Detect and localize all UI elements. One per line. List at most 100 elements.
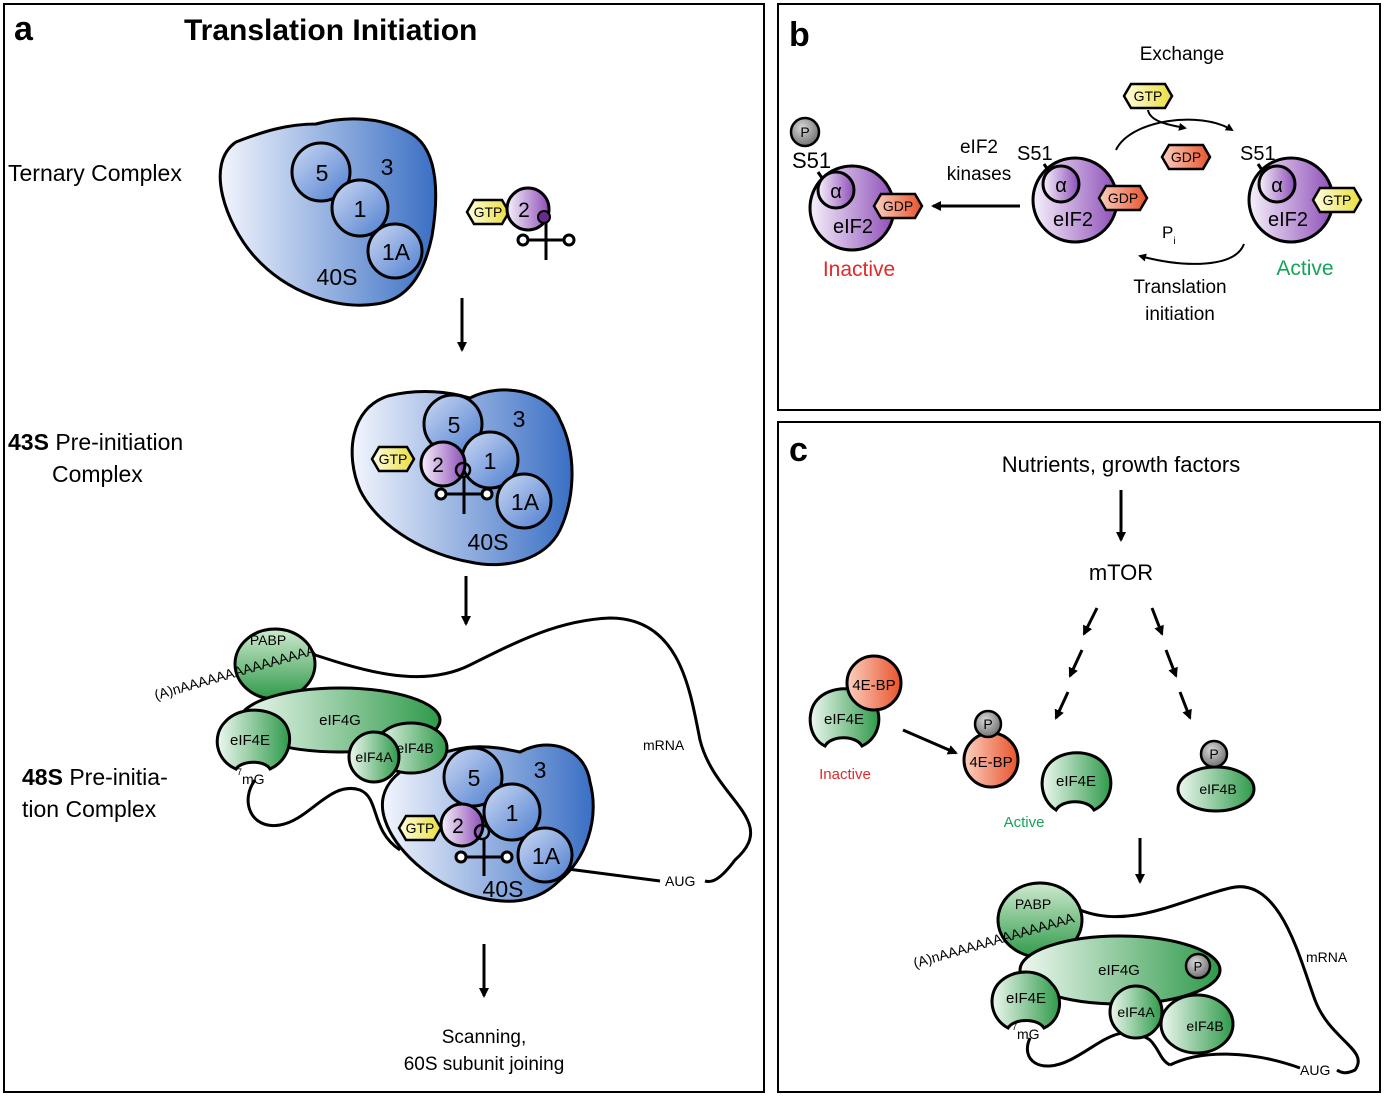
gdp-label: GDP [1108, 190, 1138, 206]
eif3-label: 3 [534, 757, 547, 783]
mrna-strand-aug [559, 866, 661, 883]
gdp-label: GDP [1171, 149, 1201, 165]
eif5-circle [290, 141, 352, 203]
eif2-gdp: S51 α eIF2 GDP [1017, 143, 1149, 244]
eif1-label: 1 [506, 800, 519, 826]
eif4e-shape [215, 708, 292, 771]
eif5-label: 5 [468, 765, 481, 791]
eif2-kinases-label-line2: kinases [947, 164, 1011, 185]
eif1-label: 1 [484, 448, 497, 474]
phosphate-icon [1199, 739, 1229, 769]
eif4g-label: eIF4G [319, 712, 361, 729]
eif2-label: eIF2 [833, 216, 873, 238]
eif4e-label: eIF4E [1006, 990, 1046, 1007]
exchange-arrow [1115, 118, 1234, 151]
gdp-hexagon [872, 192, 924, 220]
pi-label: Pi [1162, 223, 1176, 247]
eif4e-active: eIF4E [1040, 751, 1113, 813]
exchange-label: Exchange [1140, 44, 1225, 65]
phosphate-icon [973, 709, 1003, 739]
eif2-label: eIF2 [1268, 209, 1308, 231]
mrna-cap-label: mG [242, 771, 265, 787]
eif4b-phosphorylated: eIF4B P [1176, 739, 1256, 813]
4ebp-circle [845, 654, 903, 712]
eif4g-label: eIF4G [1098, 962, 1140, 979]
mrna-cap-label: mG [1017, 1026, 1040, 1042]
eif1-label: 1 [354, 196, 367, 222]
ribosome-40s-43s: GTP 5 3 1 1A 2 40S [350, 388, 574, 567]
eif5-label: 5 [448, 412, 461, 438]
hydrolysis-arrow [1138, 243, 1245, 265]
eif1a-label: 1A [532, 843, 561, 869]
4ebp-phosphorylated: 4E-BP P [962, 709, 1020, 789]
gtp-label: GTP [406, 820, 435, 836]
eif4b-label: eIF4B [396, 740, 433, 756]
alpha-label: α [1271, 175, 1283, 197]
phosphate-label: P [1209, 746, 1218, 762]
gtp-label: GTP [1134, 88, 1163, 104]
eif5-label: 5 [316, 160, 329, 186]
eif4a-label: eIF4A [1117, 1004, 1155, 1020]
eif3-label: 3 [381, 154, 394, 180]
met-trna-anchor-icon [473, 823, 491, 841]
gtp-label: GTP [1323, 192, 1352, 208]
43s-label: 43S Pre-initiation [8, 429, 183, 455]
eif4e-shape [1040, 751, 1113, 813]
eif4f-complex: PABP (A)nAAAAAAAAAAAAAAA eIF4G P eIF4B e… [911, 881, 1360, 1078]
cap-superscript: 7 [1012, 1022, 1017, 1032]
phosphate-label: P [983, 716, 992, 732]
mrna-strand-cap [1025, 1031, 1171, 1068]
ternary-eif2-gtp-trna: GTP 2 [465, 186, 576, 260]
eif1a-label: 1A [382, 239, 411, 265]
met-trna-anchor-icon [537, 210, 551, 224]
panel-a-letter: a [14, 10, 34, 48]
panel-b-border [777, 3, 1381, 411]
mtor-label: mTOR [1089, 560, 1153, 585]
panel-c-border [777, 421, 1381, 1093]
mrna-strand [1079, 885, 1360, 1075]
eif1-circle [330, 178, 390, 238]
s51-label: S51 [792, 148, 831, 173]
eif4b-label: eIF4B [1199, 781, 1236, 797]
inactive-label: Inactive [823, 258, 895, 281]
mrna-strand [299, 616, 752, 883]
s51-label: S51 [1017, 143, 1053, 165]
eif4e-shape [990, 970, 1061, 1031]
gtp-hexagon [397, 814, 443, 842]
40s-label: 40S [483, 876, 524, 902]
eif2-alpha-circle [816, 170, 856, 210]
phosphate-icon [789, 116, 821, 148]
eif1a-circle [366, 222, 424, 280]
inactive-label: Inactive [819, 766, 871, 783]
eif2-label: 2 [452, 815, 464, 838]
gtp-hexagon [1122, 82, 1174, 110]
mrna-label: mRNA [643, 737, 685, 753]
scanning-label: Scanning, [442, 1027, 527, 1048]
gdp-hexagon [1160, 143, 1212, 171]
eif2-alpha-circle [1041, 164, 1081, 204]
4ebp-eif4e-inactive: 4E-BP eIF4E [808, 654, 903, 748]
4ebp-label: 4E-BP [852, 677, 895, 694]
eif4e-label: eIF4E [230, 732, 270, 749]
gdp-label: GDP [883, 198, 913, 214]
active-label: Active [1004, 814, 1045, 831]
ribosome-40s-ternary: 5 3 1 1A 40S [218, 117, 438, 307]
eif2-label: 2 [518, 199, 530, 222]
eif1a-label: 1A [511, 489, 540, 515]
gtp-label: GTP [474, 204, 503, 220]
eif2-kinases-label: eIF2 [960, 137, 998, 158]
eif2-inactive: P S51 α eIF2 GDP [789, 116, 924, 252]
active-label: Active [1276, 257, 1333, 280]
mrna-strand-cap [246, 779, 401, 852]
release-arrow [902, 728, 958, 755]
40s-label: 40S [468, 529, 509, 555]
phosphate-label: P [1194, 959, 1203, 974]
complex-48s: GTP 5 3 1 1A 2 40S PABP (A)nAAAAAAAAAAAA… [152, 616, 752, 903]
translation-initiation-label: Translation [1133, 277, 1226, 298]
mrna-strand-aug [1169, 1052, 1301, 1070]
40s-label: 40S [317, 264, 358, 290]
eif1-circle [482, 782, 542, 842]
pabp-label: PABP [1015, 896, 1051, 912]
pabp-label: PABP [250, 632, 286, 648]
